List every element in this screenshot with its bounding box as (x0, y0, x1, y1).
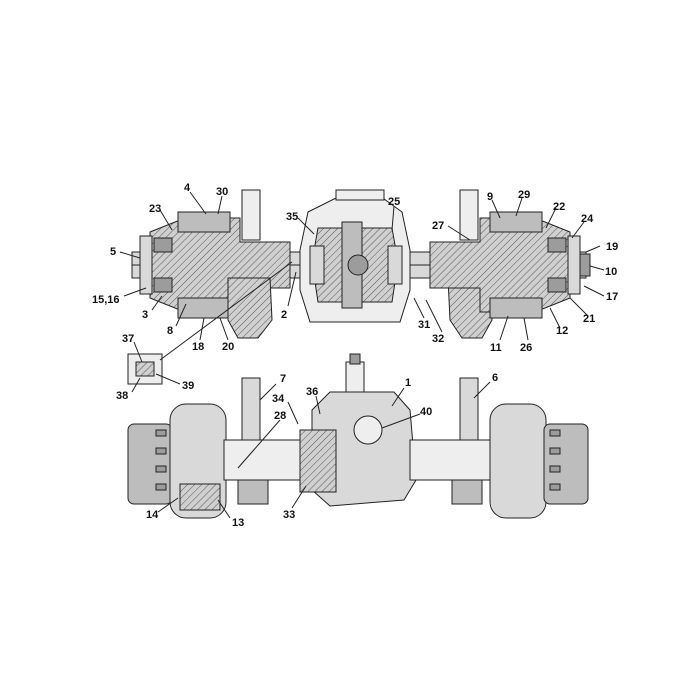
callout-28: 28 (274, 410, 286, 422)
pinion-nut (349, 353, 361, 365)
callout-31: 31 (418, 319, 430, 331)
callout-15-16: 15,16 (92, 294, 120, 306)
callout-20: 20 (222, 341, 234, 353)
callout-8: 8 (167, 325, 173, 337)
callout-37: 37 (122, 333, 134, 345)
left-mount-bracket (241, 189, 261, 241)
housing-top-cap (335, 189, 385, 201)
callout-33: 33 (283, 509, 295, 521)
sectional-view (131, 189, 591, 339)
right-brake-drum (489, 211, 543, 233)
right-drum-exterior (489, 403, 547, 519)
callout-12: 12 (556, 325, 568, 337)
pinion-flange (345, 361, 365, 393)
callout-32: 32 (432, 333, 444, 345)
callout-34: 34 (272, 393, 285, 405)
right-flange (567, 235, 581, 295)
callout-18: 18 (192, 341, 204, 353)
right-bearing-lower (547, 277, 567, 293)
callout-38: 38 (116, 390, 128, 402)
pinion-gear (347, 254, 369, 276)
callout-39: 39 (182, 380, 194, 392)
left-brake-cutaway (179, 483, 221, 511)
callout-29: 29 (518, 189, 530, 201)
callout-26: 26 (520, 342, 532, 354)
left-axle-tube (223, 439, 315, 481)
left-bearing-lower (153, 277, 173, 293)
callout-5: 5 (110, 246, 116, 258)
right-shaft-nut (579, 253, 591, 277)
callout-labels: 1 2 3 4 5 6 7 8 9 10 11 12 13 14 15,16 1… (92, 182, 618, 529)
callout-40: 40 (420, 406, 432, 418)
left-brake-drum (177, 211, 231, 233)
callout-10: 10 (605, 266, 617, 278)
center-cutaway (299, 429, 337, 493)
callout-14: 14 (146, 509, 159, 521)
callout-13: 13 (232, 517, 244, 529)
right-bearing-upper (547, 237, 567, 253)
callout-9: 9 (487, 191, 493, 203)
left-spring-seat (227, 277, 273, 339)
callout-2: 2 (281, 309, 287, 321)
callout-25: 25 (388, 196, 400, 208)
callout-19: 19 (606, 241, 618, 253)
exterior-view (127, 353, 589, 519)
callout-3: 3 (142, 309, 148, 321)
inspection-cover (353, 415, 383, 445)
callout-22: 22 (553, 201, 565, 213)
left-brake-drum-lower (177, 297, 231, 319)
detail-seal (135, 361, 155, 377)
callout-23: 23 (149, 203, 161, 215)
callout-27: 27 (432, 220, 444, 232)
right-mount-exterior (459, 377, 479, 441)
leader-lines (119, 191, 605, 519)
diff-bearing-left (309, 245, 325, 285)
callout-36: 36 (306, 386, 318, 398)
callout-4: 4 (184, 182, 191, 194)
diff-bearing-right (387, 245, 403, 285)
right-spring-pad (451, 479, 483, 505)
callout-21: 21 (583, 313, 595, 325)
callout-24: 24 (581, 213, 594, 225)
left-mount-exterior (241, 377, 261, 441)
callout-17: 17 (606, 291, 618, 303)
callout-30: 30 (216, 186, 228, 198)
callout-11: 11 (490, 342, 502, 354)
callout-1: 1 (405, 377, 411, 389)
left-spring-pad (237, 479, 269, 505)
right-axle-tube (409, 439, 501, 481)
left-bearing-upper (153, 237, 173, 253)
right-brake-drum-lower (489, 297, 543, 319)
callout-7: 7 (280, 373, 286, 385)
right-wheel-studs (549, 429, 561, 491)
detail-view (127, 261, 293, 385)
left-flange (139, 235, 153, 295)
callout-6: 6 (492, 372, 498, 384)
left-wheel-studs (155, 429, 167, 491)
callout-35: 35 (286, 211, 298, 223)
right-mount-bracket (459, 189, 479, 241)
